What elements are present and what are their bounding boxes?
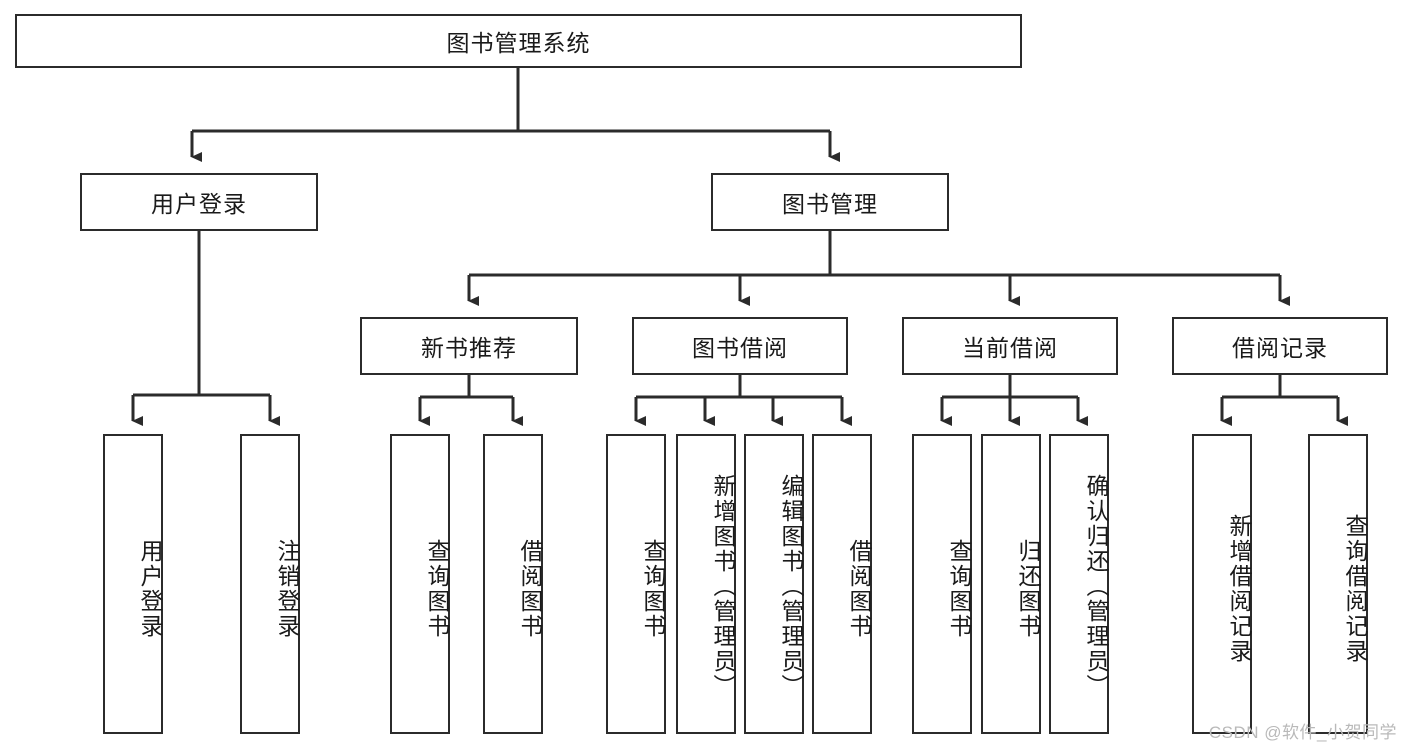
leaf-query-books-borrowing[interactable]: 查询图书 bbox=[606, 434, 666, 734]
watermark-text: CSDN @软件_小贺同学 bbox=[1208, 723, 1397, 742]
node-label: 用户登录 bbox=[137, 539, 163, 639]
leaf-add-borrow-record[interactable]: 新增借阅记录 bbox=[1192, 434, 1252, 734]
node-label: 查询图书 bbox=[640, 539, 666, 639]
node-book-borrowing[interactable]: 图书借阅 bbox=[632, 317, 848, 375]
node-label: 用户登录 bbox=[151, 191, 247, 217]
node-label: 图书管理系统 bbox=[446, 30, 591, 56]
leaf-borrow-books-borrowing[interactable]: 借阅图书 bbox=[812, 434, 872, 734]
leaf-query-borrow-record[interactable]: 查询借阅记录 bbox=[1308, 434, 1368, 734]
node-user-login[interactable]: 用户登录 bbox=[80, 173, 318, 231]
node-label: 归还图书 bbox=[1015, 539, 1041, 639]
node-label: 新增图书（管理员） bbox=[710, 473, 736, 699]
leaf-query-books-recommend[interactable]: 查询图书 bbox=[390, 434, 450, 734]
leaf-edit-book-admin[interactable]: 编辑图书（管理员） bbox=[744, 434, 804, 734]
leaf-add-book-admin[interactable]: 新增图书（管理员） bbox=[676, 434, 736, 734]
node-label: 新书推荐 bbox=[421, 335, 517, 361]
node-label: 编辑图书（管理员） bbox=[778, 473, 804, 699]
node-root-book-management-system[interactable]: 图书管理系统 bbox=[15, 14, 1022, 68]
leaf-logout[interactable]: 注销登录 bbox=[240, 434, 300, 734]
node-label: 确认归还（管理员） bbox=[1083, 473, 1109, 699]
leaf-borrow-books-recommend[interactable]: 借阅图书 bbox=[483, 434, 543, 734]
node-label: 借阅图书 bbox=[846, 539, 872, 639]
node-label: 当前借阅 bbox=[962, 335, 1058, 361]
node-book-management[interactable]: 图书管理 bbox=[711, 173, 949, 231]
leaf-return-books[interactable]: 归还图书 bbox=[981, 434, 1041, 734]
node-label: 注销登录 bbox=[274, 539, 300, 639]
node-new-book-recommendation[interactable]: 新书推荐 bbox=[360, 317, 578, 375]
leaf-confirm-return-admin[interactable]: 确认归还（管理员） bbox=[1049, 434, 1109, 734]
node-label: 查询图书 bbox=[946, 539, 972, 639]
node-borrowing-records[interactable]: 借阅记录 bbox=[1172, 317, 1388, 375]
node-label: 借阅记录 bbox=[1232, 335, 1328, 361]
node-label: 图书管理 bbox=[782, 191, 878, 217]
node-label: 新增借阅记录 bbox=[1226, 514, 1252, 664]
leaf-query-books-current[interactable]: 查询图书 bbox=[912, 434, 972, 734]
node-label: 借阅图书 bbox=[517, 539, 543, 639]
node-label: 查询借阅记录 bbox=[1342, 514, 1368, 664]
node-current-borrowing[interactable]: 当前借阅 bbox=[902, 317, 1118, 375]
leaf-user-login[interactable]: 用户登录 bbox=[103, 434, 163, 734]
node-label: 图书借阅 bbox=[692, 335, 788, 361]
node-label: 查询图书 bbox=[424, 539, 450, 639]
